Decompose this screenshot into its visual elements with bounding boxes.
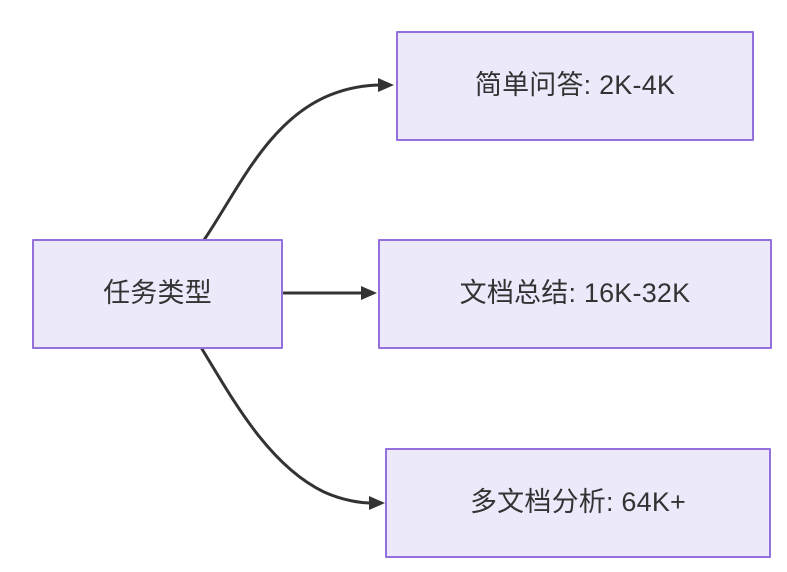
edge-path-top xyxy=(202,83,384,242)
node-task-type[interactable]: 任务类型 xyxy=(32,239,283,349)
edge-task-type-to-doc-summary xyxy=(282,286,377,300)
edge-path-bottom xyxy=(200,347,374,505)
node-simple-qa-label: 简单问答: 2K-4K xyxy=(474,70,676,101)
node-doc-summary-label: 文档总结: 16K-32K xyxy=(459,278,691,309)
node-multi-doc-analysis-label: 多文档分析: 64K+ xyxy=(469,487,686,518)
node-simple-qa[interactable]: 简单问答: 2K-4K xyxy=(396,31,754,141)
node-multi-doc-analysis[interactable]: 多文档分析: 64K+ xyxy=(385,448,771,558)
arrow-head-bottom xyxy=(369,496,385,510)
arrow-head-top xyxy=(378,78,394,92)
node-doc-summary[interactable]: 文档总结: 16K-32K xyxy=(378,239,772,349)
arrow-head-middle xyxy=(361,286,377,300)
edge-task-type-to-simple-qa xyxy=(202,78,394,242)
edge-task-type-to-multi-doc-analysis xyxy=(200,347,385,510)
node-task-type-label: 任务类型 xyxy=(103,278,212,309)
